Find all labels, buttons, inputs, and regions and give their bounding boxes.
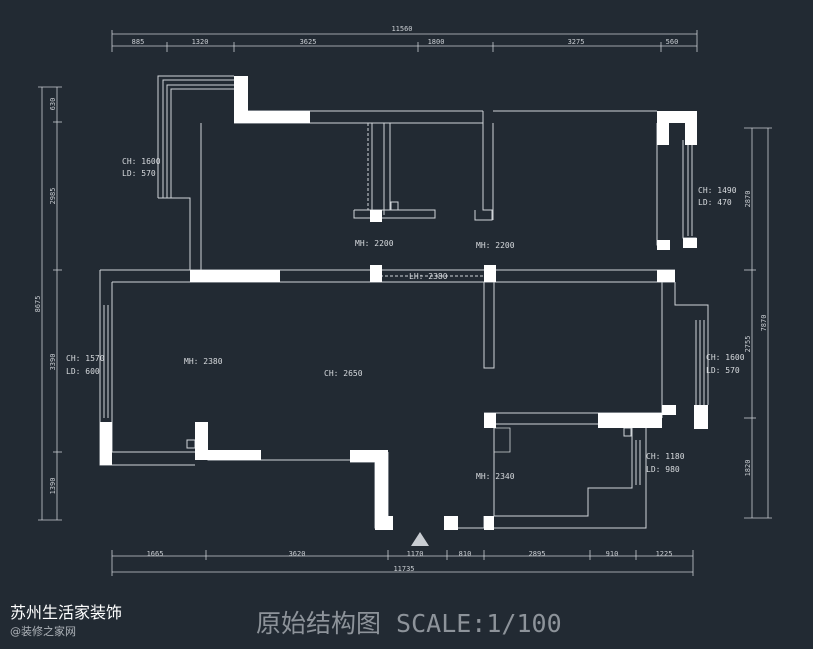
label-mh-2380: MH: 2380 (184, 357, 223, 366)
dim-left-total: 8675 (34, 296, 42, 313)
dim-right-0: 2870 (744, 191, 752, 208)
dim-top-2: 3625 (300, 38, 317, 46)
brand-name: 苏州生活家装饰 (10, 603, 123, 622)
dim-right-2: 1820 (744, 460, 752, 477)
label-mh-2200-b: MH: 2200 (476, 241, 515, 250)
watermark: @装修之家网 (10, 625, 76, 638)
dim-bottom-3: 810 (459, 550, 472, 558)
dim-bottom-0: 1665 (147, 550, 164, 558)
dim-left-1: 2985 (49, 188, 57, 205)
dimension-lines (38, 30, 772, 576)
label-mh-2200-a: MH: 2200 (355, 239, 394, 248)
label-lh-2380: LH: 2380 (409, 272, 448, 281)
dim-bottom-6: 1225 (656, 550, 673, 558)
drawing-title: 原始结构图 SCALE:1/100 (256, 609, 562, 638)
label-ch-1490: CH: 1490 (698, 186, 737, 195)
dim-bottom-1: 3620 (289, 550, 306, 558)
dim-top-5: 560 (666, 38, 679, 46)
label-ch-2650: CH: 2650 (324, 369, 363, 378)
dim-left-2: 3390 (49, 354, 57, 371)
dim-left-3: 1390 (49, 478, 57, 495)
label-ld-570-top: LD: 570 (122, 169, 156, 178)
dim-right-total: 7870 (760, 315, 768, 332)
dim-top-0: 885 (132, 38, 145, 46)
label-ch-1600-right: CH: 1600 (706, 353, 745, 362)
wall-outlines (99, 75, 709, 529)
dim-top-3: 1800 (428, 38, 445, 46)
dim-bottom-total: 11735 (393, 565, 414, 573)
entrance-arrow-icon (411, 532, 429, 546)
label-mh-2340: MH: 2340 (476, 472, 515, 481)
label-ld-470: LD: 470 (698, 198, 732, 207)
label-ld-570-right: LD: 570 (706, 366, 740, 375)
dim-right-1: 2755 (744, 336, 752, 353)
dim-left-0: 630 (49, 98, 57, 111)
dim-bottom-4: 2895 (529, 550, 546, 558)
dimension-texts: 11560 885 1320 3625 1800 3275 560 1665 3… (34, 25, 768, 573)
dim-bottom-5: 910 (606, 550, 619, 558)
label-ld-600: LD: 600 (66, 367, 100, 376)
label-ld-980: LD: 980 (646, 465, 680, 474)
dim-top-total: 11560 (391, 25, 412, 33)
label-ch-1600-top: CH: 1600 (122, 157, 161, 166)
dim-top-1: 1320 (192, 38, 209, 46)
dim-bottom-2: 1170 (407, 550, 424, 558)
wall-fills (100, 76, 708, 530)
label-ch-1180: CH: 1180 (646, 452, 685, 461)
room-labels: CH: 1600 LD: 570 CH: 1490 LD: 470 MH: 22… (66, 157, 745, 481)
dim-top-4: 3275 (568, 38, 585, 46)
label-ch-1570: CH: 1570 (66, 354, 105, 363)
